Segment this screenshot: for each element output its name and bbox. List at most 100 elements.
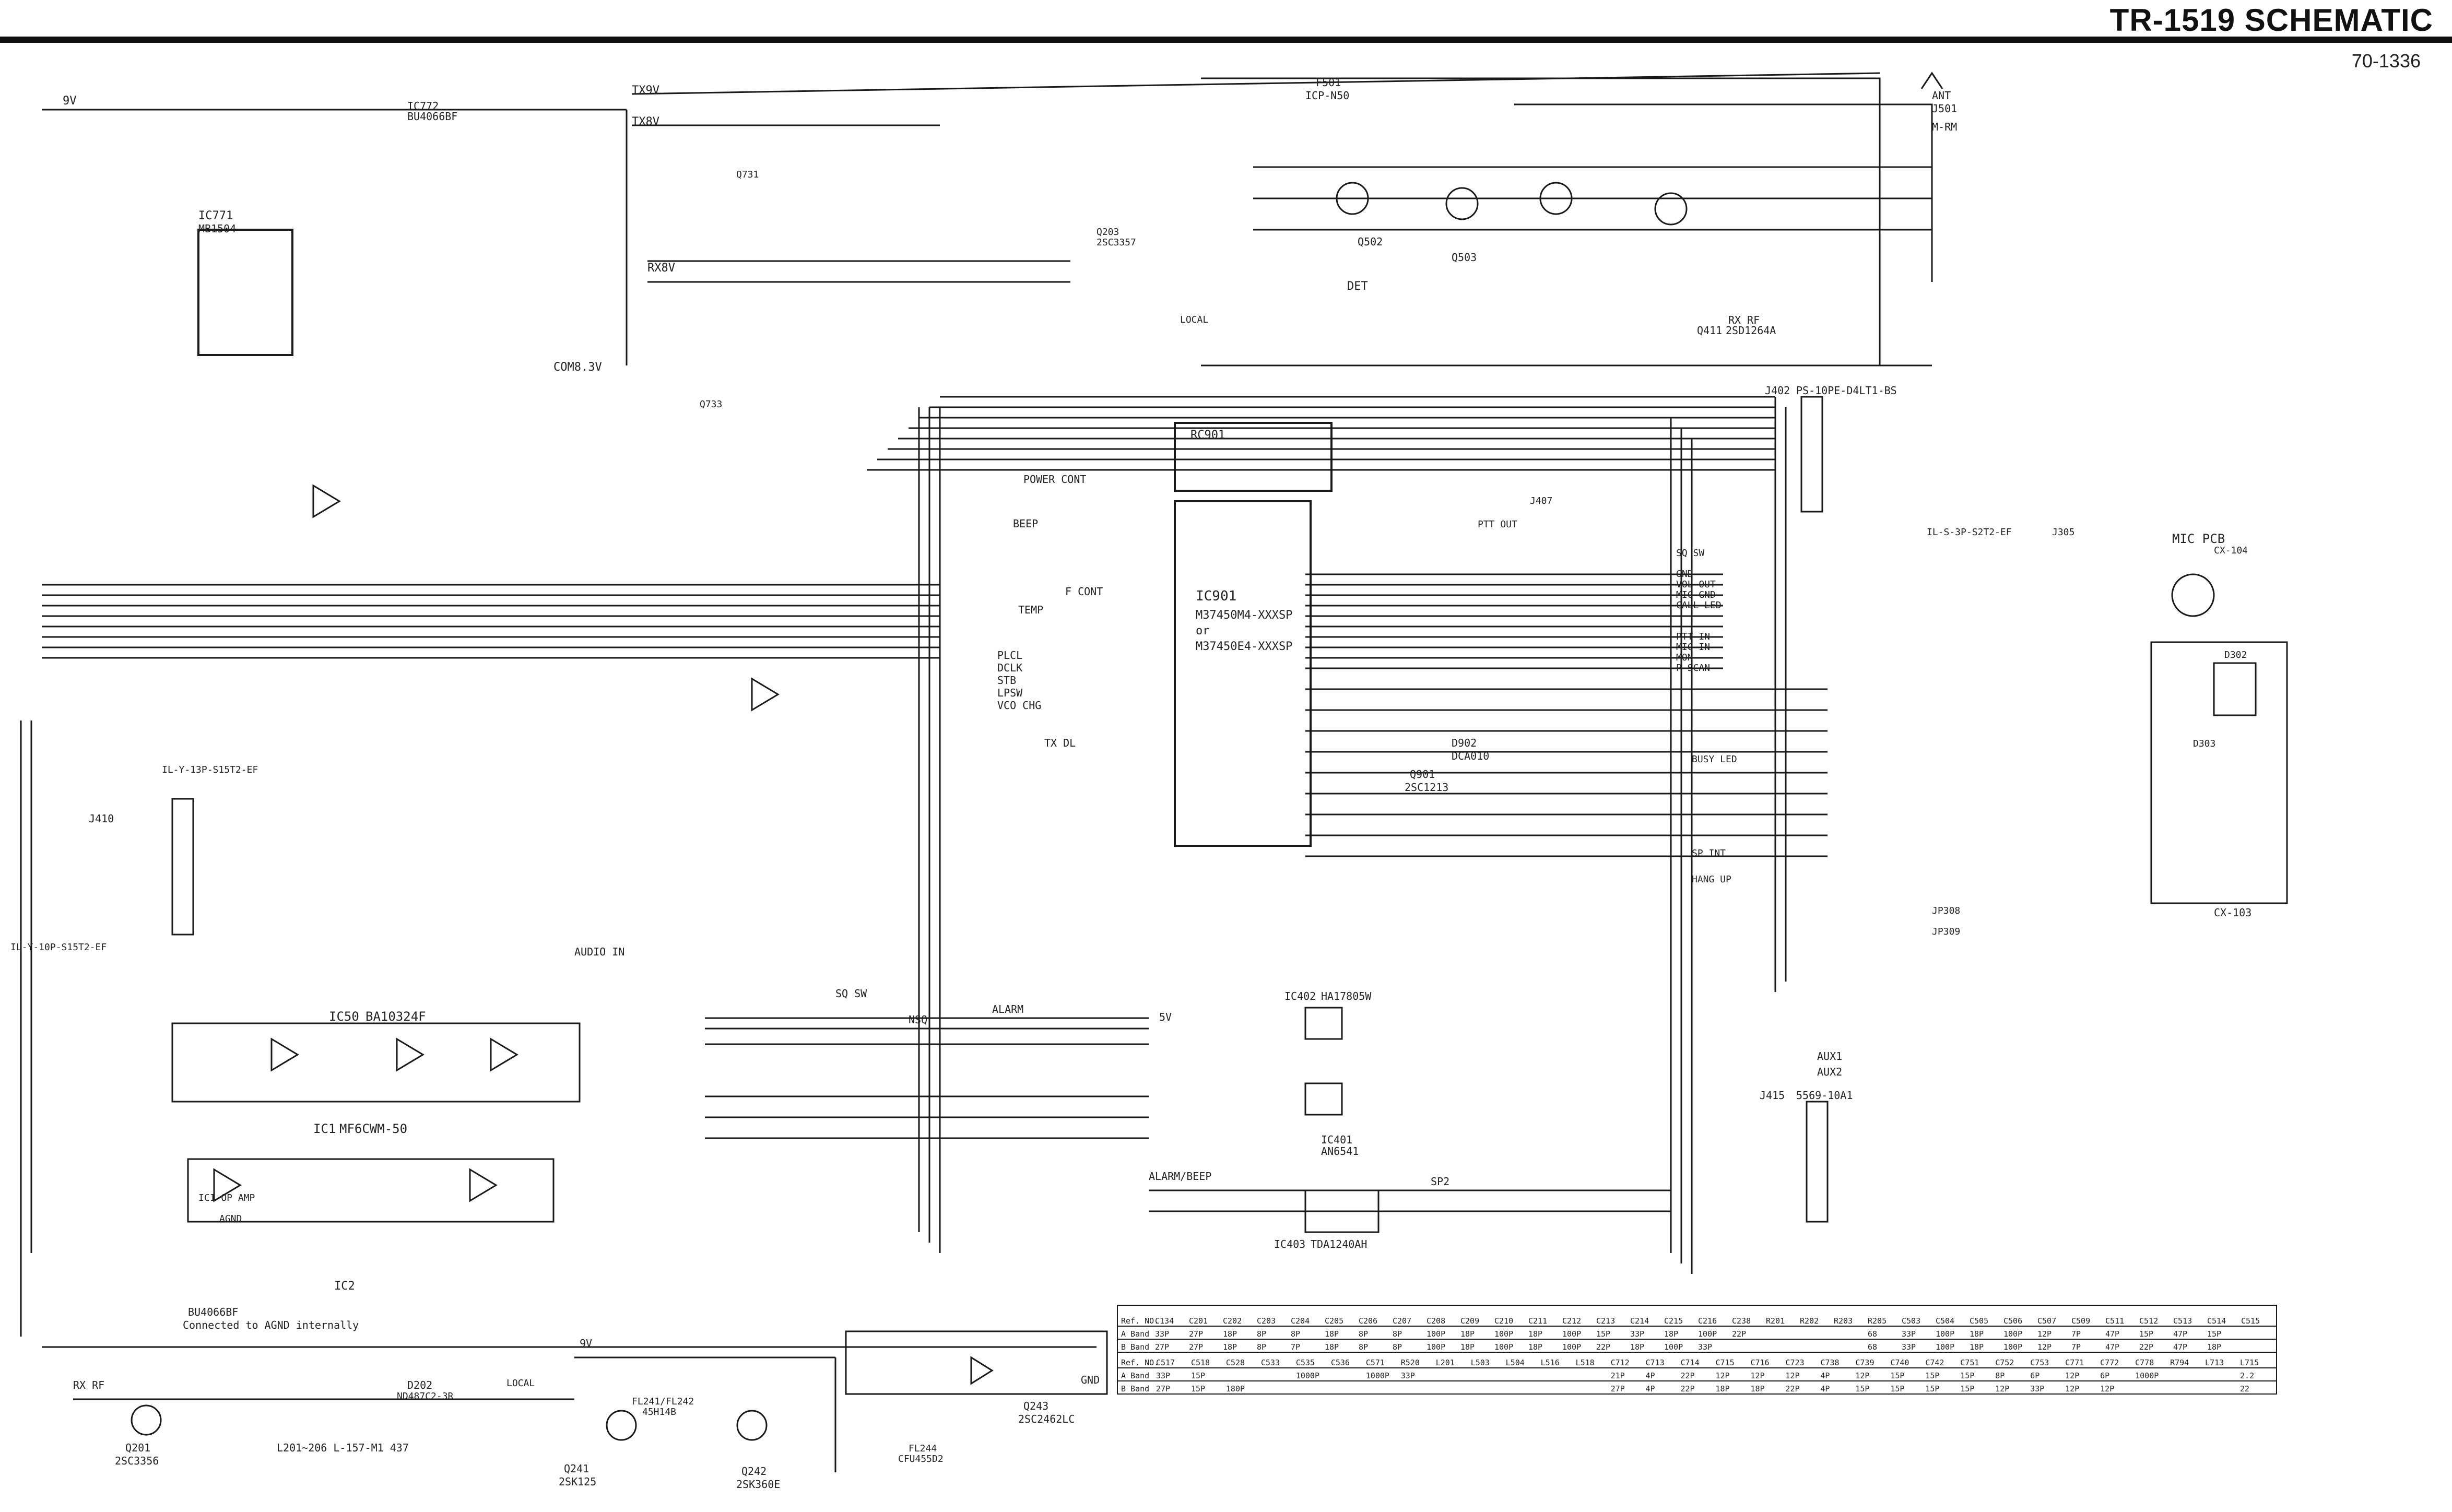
- label-plcl: PLCL: [997, 649, 1022, 662]
- table-row1-a-cell: A Band: [1121, 1329, 1149, 1339]
- j305-part: IL-S-3P-S2T2-EF: [1927, 527, 2012, 538]
- table-row1-a-cell: 47P: [2105, 1329, 2119, 1339]
- table-row1-a-cell: 33P: [1902, 1329, 1916, 1339]
- table-row2-header-cell: C528: [1226, 1358, 1245, 1367]
- label-p-scan: P SCAN: [1676, 663, 1710, 674]
- cx103-board: [2150, 641, 2288, 904]
- ant-label: ANT: [1932, 89, 1951, 102]
- aux1-label: AUX1: [1817, 1050, 1842, 1062]
- table-row1-b-cell: 18P: [1630, 1342, 1644, 1352]
- label-tx9v: TX9V: [632, 84, 659, 97]
- table-row1-header-cell: C210: [1494, 1316, 1513, 1326]
- ic771-part: MB1504: [198, 222, 236, 235]
- label-alarm-beep: ALARM/BEEP: [1149, 1170, 1211, 1183]
- q243-label: Q243: [1023, 1400, 1048, 1412]
- table-row1-a-cell: 33P: [1630, 1329, 1644, 1339]
- label-tx8v: TX8V: [632, 115, 659, 128]
- table-row2-a-cell: 21P: [1611, 1371, 1625, 1380]
- table-row2-a-cell: 33P: [1156, 1371, 1170, 1380]
- q411-part: 2SD1264A: [1726, 324, 1776, 337]
- table-row2-a-cell: 12P: [1750, 1371, 1764, 1380]
- il-y-13p-label: IL-Y-13P-S15T2-EF: [162, 764, 258, 775]
- table-row2-header-cell: L518: [1576, 1358, 1595, 1367]
- j415-part: 5569-10A1: [1796, 1089, 1853, 1102]
- cx104-label: CX-104: [2214, 545, 2248, 556]
- d202-part: ND487C2-3R: [397, 1391, 454, 1402]
- table-row1-a-cell: 33P: [1155, 1329, 1169, 1339]
- fl244-part: CFU455D2: [898, 1454, 944, 1464]
- table-row2-a-cell: 6P: [2030, 1371, 2040, 1380]
- table-row2-header-cell: C740: [1890, 1358, 1909, 1367]
- table-row1-b-cell: 18P: [1223, 1342, 1237, 1352]
- table-row2-header-cell: C715: [1715, 1358, 1734, 1367]
- table-row1-b-cell: 12P: [2037, 1342, 2052, 1352]
- table-row1-b-cell: 47P: [2105, 1342, 2119, 1352]
- ic402-block: [1304, 1007, 1343, 1040]
- label-mon: MON: [1676, 652, 1693, 663]
- table-row2-b-cell: 15P: [1191, 1384, 1205, 1393]
- jp308-label: JP308: [1932, 905, 1960, 916]
- aux2-label: AUX2: [1817, 1066, 1842, 1078]
- rf-section: [1253, 72, 1943, 282]
- label-9v-bottom: 9V: [580, 1337, 592, 1350]
- q243-part: 2SC2462LC: [1018, 1413, 1075, 1425]
- agnd-label: AGND: [219, 1213, 242, 1224]
- table-row1-header-cell: C205: [1325, 1316, 1343, 1326]
- table-row2-header-cell: C536: [1331, 1358, 1350, 1367]
- label-vol-out: VOL OUT: [1676, 579, 1716, 590]
- agnd-note: Connected to AGND internally: [183, 1319, 359, 1331]
- table-row1-b-cell: 33P: [1902, 1342, 1916, 1352]
- label-busy-led: BUSY LED: [1692, 754, 1737, 765]
- q411-label: Q411: [1697, 324, 1722, 337]
- ic901-label: IC901: [1196, 588, 1236, 604]
- ic771-block: [197, 229, 293, 356]
- table-row1-a-cell: 100P: [1698, 1329, 1717, 1339]
- table-row1-header-cell: Ref. NO.: [1121, 1316, 1159, 1326]
- ic901-block: [1174, 422, 1333, 847]
- table-row1-header-cell: C506: [2003, 1316, 2022, 1326]
- table-row1-header-cell: R202: [1800, 1316, 1819, 1326]
- table-row2-header-cell: C533: [1261, 1358, 1280, 1367]
- j402-label: J402: [1765, 384, 1790, 397]
- table-row1-b-cell: 100P: [1664, 1342, 1683, 1352]
- table-row2-header-cell: C738: [1820, 1358, 1839, 1367]
- table-row1-header-cell: C134: [1155, 1316, 1174, 1326]
- table-row2-header-cell: C571: [1366, 1358, 1385, 1367]
- table-row2-a-cell: 15P: [1890, 1371, 1904, 1380]
- table-row1-a-cell: 7P: [2071, 1329, 2081, 1339]
- table-row1-header-cell: R205: [1868, 1316, 1887, 1326]
- label-dclk: DCLK: [997, 662, 1022, 674]
- label-local-bottom: LOCAL: [506, 1378, 535, 1389]
- ic901-part-b: M37450E4-XXXSP: [1196, 640, 1292, 653]
- table-row1-header-cell: C204: [1291, 1316, 1310, 1326]
- q503-label: Q503: [1452, 251, 1477, 264]
- label-alarm: ALARM: [992, 1003, 1023, 1015]
- table-row1-b-cell: 22P: [1596, 1342, 1610, 1352]
- ic772-label: IC772: [407, 100, 439, 112]
- label-mic-in: MIC IN: [1676, 642, 1710, 653]
- table-row1-b-cell: 18P: [1460, 1342, 1475, 1352]
- label-audio-in: AUDIO IN: [574, 946, 624, 958]
- q201-part: 2SC3356: [115, 1455, 159, 1467]
- q901-label: Q901: [1410, 768, 1435, 781]
- j407-label: J407: [1530, 495, 1552, 506]
- d302-label: D302: [2224, 649, 2247, 660]
- table-row2-header-cell: C517: [1156, 1358, 1175, 1367]
- table-row1-b-cell: 18P: [1325, 1342, 1339, 1352]
- table-row2-a-cell: 2.2: [2240, 1371, 2254, 1380]
- table-row2-header-cell: L715: [2240, 1358, 2259, 1367]
- table-row1-header-cell: C207: [1393, 1316, 1411, 1326]
- l201-label: L201~206 L-157-M1 437: [277, 1442, 409, 1454]
- table-row1-a-cell: 18P: [1460, 1329, 1475, 1339]
- ic403-block: [1304, 1189, 1380, 1233]
- mrm-label: M-RM: [1932, 121, 1957, 133]
- q203-part: 2SC3357: [1097, 237, 1136, 248]
- table-row2-a-cell: 1000P: [1296, 1371, 1319, 1380]
- label-rx8v: RX8V: [647, 262, 675, 275]
- label-sq-sw: SQ SW: [1676, 548, 1704, 559]
- d303-label: D303: [2193, 738, 2215, 749]
- q201-label: Q201: [125, 1442, 150, 1454]
- table-row1-header-cell: C212: [1562, 1316, 1581, 1326]
